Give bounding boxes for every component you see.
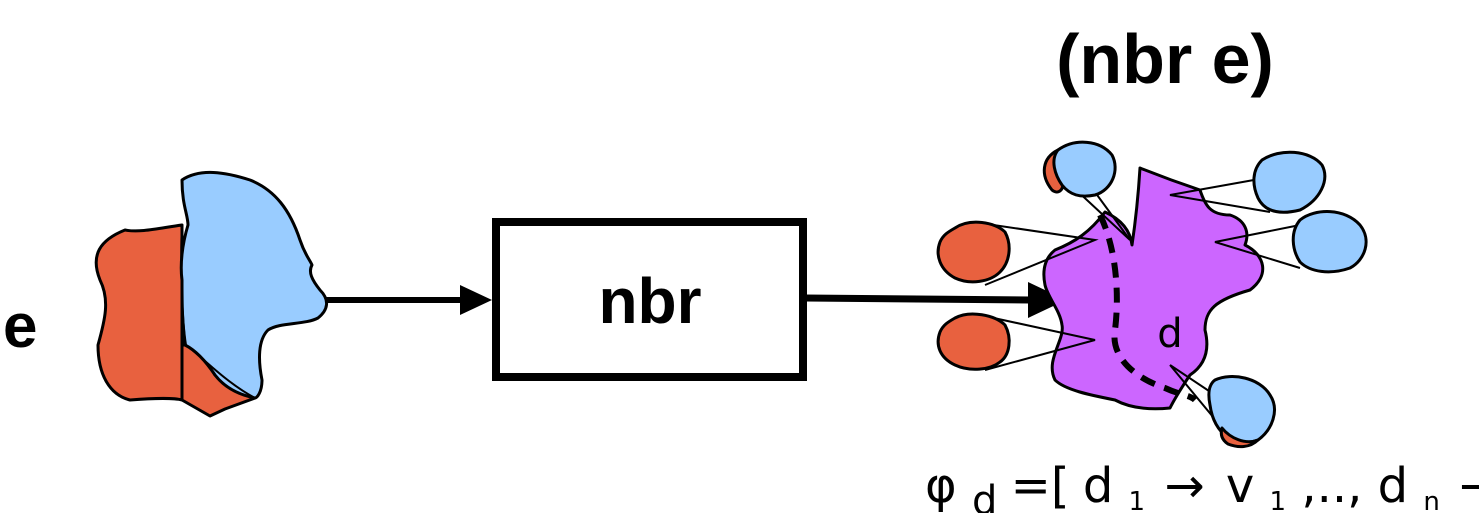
formula-d1: d (1083, 458, 1113, 513)
neighbour-device-6 (1169, 364, 1276, 449)
formula-dn: d (1378, 458, 1408, 513)
formula-separator: ,.., (1301, 458, 1362, 513)
neighbour-device-3 (1214, 210, 1368, 274)
formula-arrow-2: → (1459, 458, 1479, 513)
formula: φ d =[ d 1 → v 1 ,.., d n → v n ] (925, 458, 1479, 513)
neighbour-device-2 (1169, 150, 1327, 214)
input-field-blob (94, 170, 328, 418)
neighbour-device-5 (936, 312, 1096, 371)
formula-phi: φ (925, 458, 957, 513)
formula-dn-subscript: n (1423, 487, 1439, 513)
formula-v1-subscript: 1 (1270, 487, 1287, 513)
nbr-box-label: nbr (598, 265, 701, 337)
input-label: e (3, 292, 37, 361)
arrow-box-to-output (804, 282, 1066, 318)
formula-eq-open: =[ (1011, 458, 1070, 513)
nbr-box: nbr (492, 218, 807, 381)
distance-label: d (1157, 311, 1182, 357)
output-title: (nbr e) (1056, 20, 1274, 98)
neighbour-device-1 (1042, 140, 1131, 241)
formula-arrow-1: → (1164, 458, 1204, 513)
formula-v1: v (1226, 458, 1254, 513)
neighbour-device-4 (936, 220, 1099, 286)
arrow-input-to-box (325, 285, 492, 315)
formula-phi-subscript: d (972, 478, 997, 513)
neighbourhood-blob (1042, 166, 1265, 411)
formula-d1-subscript: 1 (1129, 487, 1146, 513)
